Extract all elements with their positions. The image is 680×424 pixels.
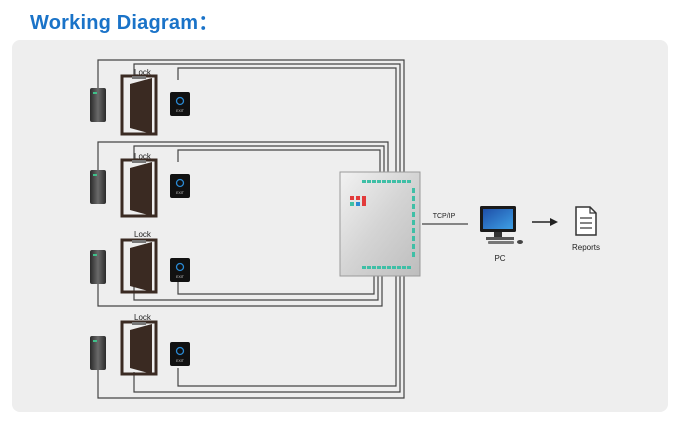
exit-label: EXIT [176, 359, 185, 363]
bottom-terminal-block [362, 266, 411, 269]
exit-button-icon: EXIT [170, 342, 190, 366]
exit-label: EXIT [176, 109, 185, 113]
right-terminal-block [412, 188, 415, 257]
exit-label: EXIT [176, 191, 185, 195]
reports-label: Reports [572, 243, 600, 252]
page-title: Working Diagram： [30, 12, 219, 34]
door-icon [120, 238, 158, 294]
door-unit-1: Lock EXIT [90, 68, 190, 136]
door-icon [120, 320, 158, 376]
card-reader-icon [90, 336, 106, 370]
door-icon [120, 74, 158, 136]
pc-label: PC [494, 254, 505, 263]
wiring [97, 59, 405, 399]
exit-button-icon: EXIT [170, 92, 190, 116]
lock-label: Lock [134, 152, 152, 161]
card-reader-icon [90, 88, 106, 122]
status-leds [350, 196, 366, 206]
door-icon [120, 158, 158, 218]
exit-button-icon: EXIT [170, 174, 190, 198]
card-reader-icon [90, 170, 106, 204]
tcpip-label: TCP/IP [433, 213, 456, 220]
door-unit-4: Lock EXIT [90, 313, 190, 376]
arrow-right-icon [532, 218, 558, 226]
lock-label: Lock [134, 313, 152, 322]
lock-label: Lock [134, 68, 152, 77]
top-terminal-block [362, 180, 411, 183]
exit-button-icon: EXIT [170, 258, 190, 282]
exit-label: EXIT [176, 275, 185, 279]
desktop-computer-icon [480, 206, 523, 244]
door-unit-3: Lock EXIT [90, 230, 190, 294]
lock-label: Lock [134, 230, 152, 239]
door-unit-2: Lock EXIT [90, 152, 190, 218]
access-controller-icon [339, 171, 421, 277]
document-icon [575, 206, 597, 236]
card-reader-icon [90, 250, 106, 284]
network-link: TCP/IP [422, 213, 468, 225]
